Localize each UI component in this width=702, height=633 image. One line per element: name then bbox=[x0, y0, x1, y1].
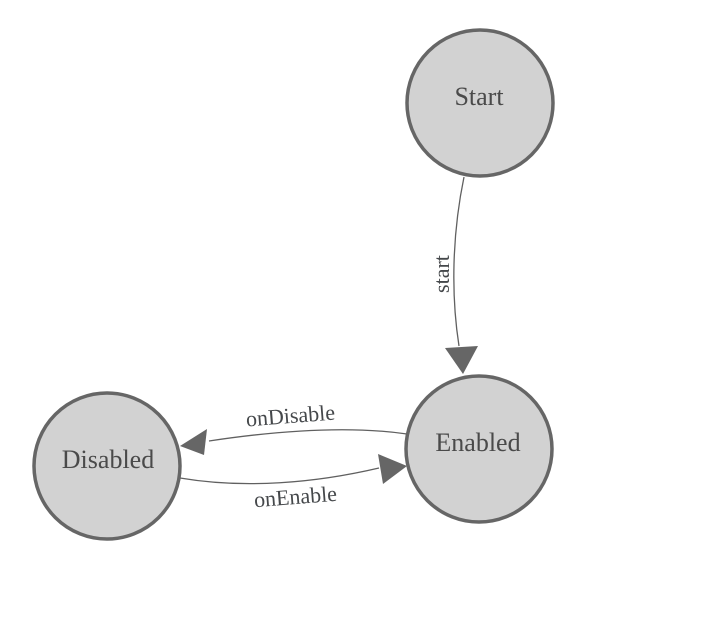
node-start: Start bbox=[405, 28, 555, 178]
edge-line-onenable bbox=[179, 467, 380, 485]
node-enabled: Enabled bbox=[404, 374, 554, 524]
edge-disabled-to-enabled: onEnable bbox=[179, 454, 407, 512]
edge-line-ondisable bbox=[208, 429, 408, 442]
edge-label-start: start bbox=[429, 255, 454, 293]
node-enabled-circle bbox=[404, 374, 554, 524]
edge-line-start bbox=[453, 176, 465, 347]
arrowhead-right-icon bbox=[378, 454, 407, 484]
node-start-circle bbox=[405, 28, 555, 178]
node-disabled: Disabled bbox=[32, 391, 182, 541]
node-disabled-label: Disabled bbox=[62, 445, 154, 474]
arrowhead-left-icon bbox=[180, 429, 207, 455]
edge-start-to-enabled: start bbox=[429, 176, 478, 374]
edge-label-onenable: onEnable bbox=[253, 481, 338, 512]
edge-enabled-to-disabled: onDisable bbox=[180, 400, 408, 455]
node-disabled-circle bbox=[32, 391, 182, 541]
arrowhead-down-icon bbox=[445, 346, 478, 374]
edge-label-ondisable: onDisable bbox=[245, 400, 336, 432]
node-enabled-label: Enabled bbox=[435, 428, 520, 457]
node-start-label: Start bbox=[454, 82, 504, 111]
